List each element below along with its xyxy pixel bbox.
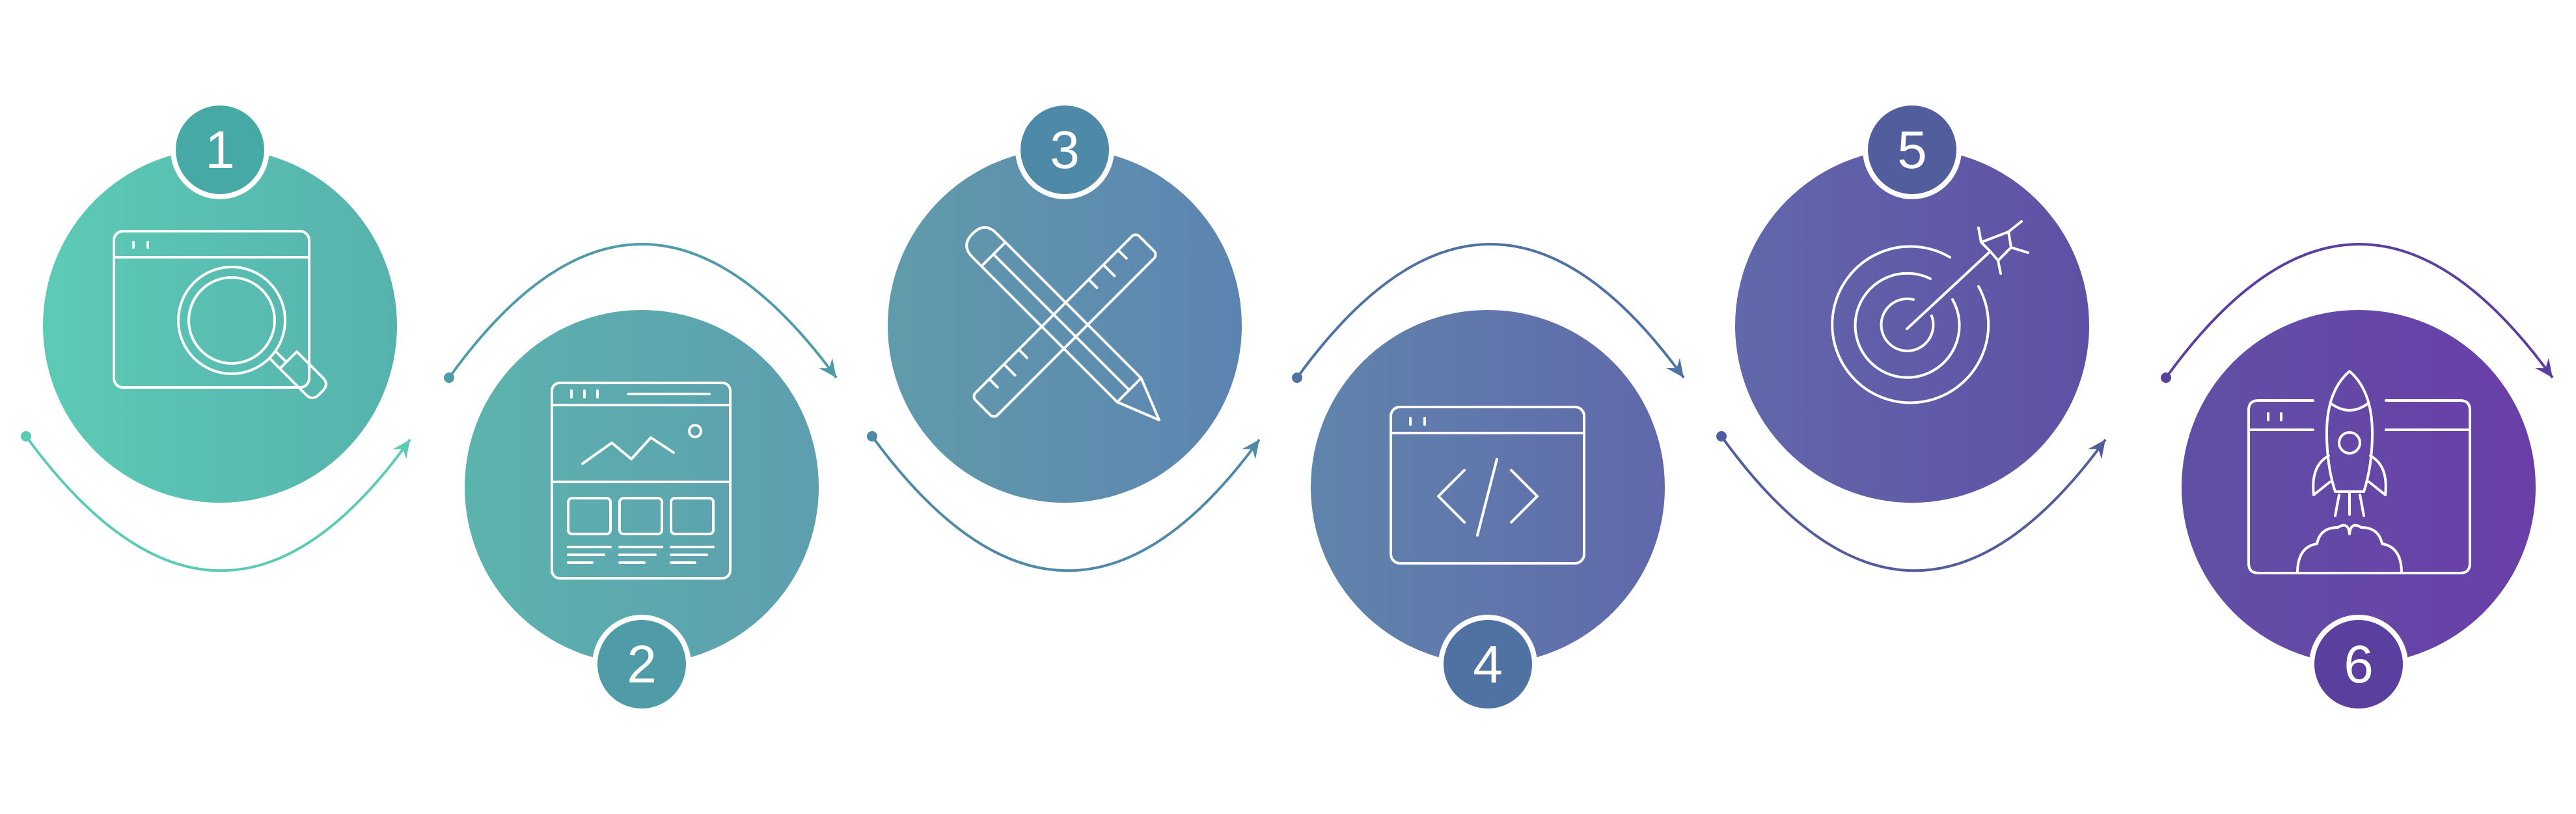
step-number-6: 6: [2344, 635, 2374, 694]
step-number-2: 2: [627, 635, 657, 694]
connector-start-dot-4: [1292, 372, 1302, 383]
step-badge-1: 1: [171, 100, 269, 199]
connector-arrowhead-4: [1665, 358, 1684, 378]
step-number-3: 3: [1050, 120, 1080, 180]
step-number-1: 1: [205, 120, 235, 180]
ruler-pencil-icon: [965, 226, 1160, 421]
connector-arrowhead-1: [392, 440, 410, 460]
step-badge-6: 6: [2309, 615, 2408, 714]
step-circle-2: [465, 310, 819, 664]
step-badge-2: 2: [592, 615, 691, 714]
connector-arrowhead-3: [1241, 440, 1259, 460]
connector-start-dot-5: [1716, 431, 1727, 442]
website-layout-icon: [551, 382, 732, 580]
connector-arc-6: [2165, 243, 2554, 379]
connector-start-dot-2: [444, 372, 454, 383]
connector-arc-3: [871, 435, 1261, 572]
step-badge-5: 5: [1863, 100, 1962, 199]
step-number-4: 4: [1473, 635, 1503, 694]
target-arrow-icon: [1831, 220, 2029, 404]
magnifier-window-icon: [113, 230, 327, 399]
code-window-icon: [1390, 406, 1585, 565]
connector-arc-5: [1720, 435, 2107, 572]
connector-arrowhead-2: [818, 358, 836, 378]
step-badge-3: 3: [1015, 100, 1114, 199]
connector-arrowhead-5: [2087, 440, 2105, 460]
step-badge-4: 4: [1438, 615, 1537, 714]
connector-arc-1: [25, 435, 411, 572]
connector-arc-2: [448, 243, 838, 379]
connector-start-dot-1: [21, 431, 31, 442]
step-circle-4: [1311, 310, 1665, 664]
connector-arrowhead-6: [2534, 358, 2553, 378]
rocket-launch-icon: [2247, 370, 2471, 574]
connector-start-dot-3: [867, 431, 877, 442]
step-circle-1: [43, 148, 397, 503]
connector-arc-4: [1296, 243, 1685, 379]
step-circle-6: [2182, 310, 2536, 664]
connector-start-dot-6: [2161, 372, 2171, 383]
step-number-5: 5: [1897, 120, 1927, 180]
